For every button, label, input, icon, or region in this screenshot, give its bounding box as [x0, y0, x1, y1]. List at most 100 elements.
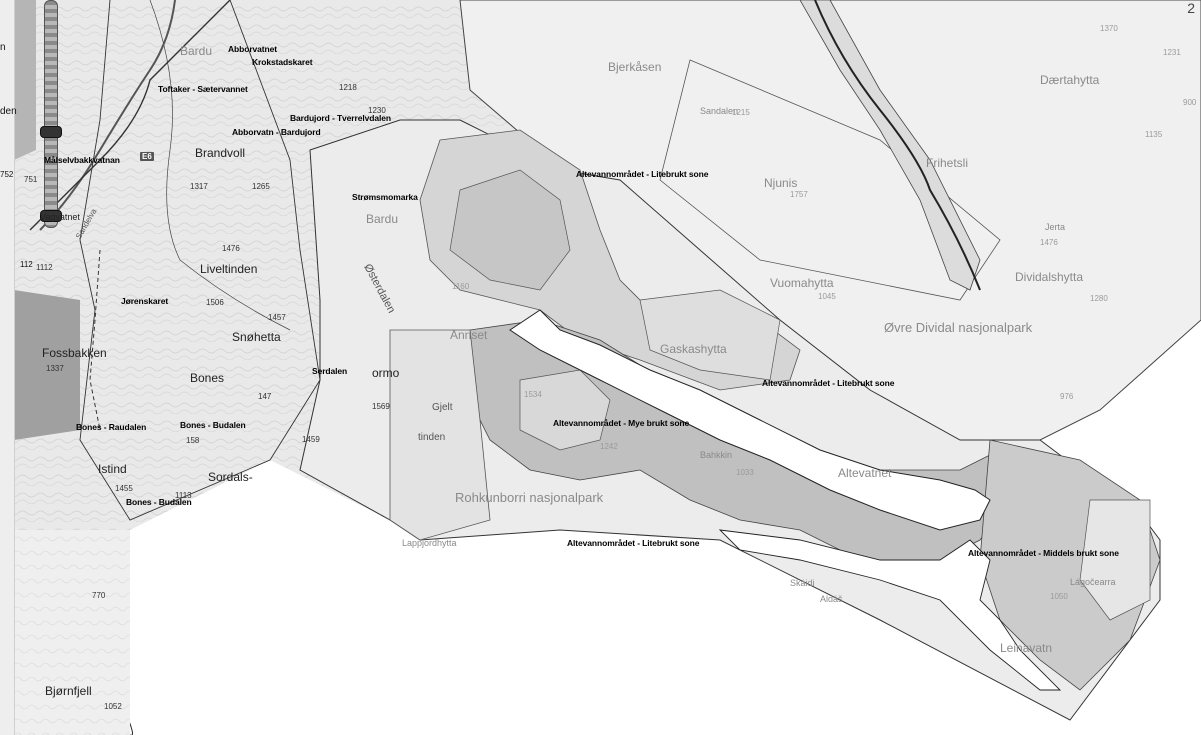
elev-14: 770	[92, 591, 106, 600]
zone-lagocearra	[1079, 499, 1151, 621]
elev-23: 1757	[790, 190, 808, 199]
elev-7: 1457	[268, 313, 286, 322]
zone-label-litebrukt-east: Altevannområdet - Litebrukt sone	[762, 378, 895, 388]
bg-bardu-2: Bardu	[366, 212, 399, 226]
place-bardujord-tverrelvdalen: Bardujord - Tverrelvdalen	[290, 113, 391, 123]
bg-vuomahytta: Vuomahytta	[770, 276, 834, 290]
elev-30: 1050	[1050, 592, 1068, 601]
elev-29: 1242	[600, 442, 618, 451]
dark-patch-west	[14, 290, 80, 440]
bg-rohkunborri-np: Rohkunborri nasjonalpark	[455, 490, 604, 505]
elev-4: 1265	[252, 182, 270, 191]
elev-5: 1476	[222, 244, 240, 253]
scrap-text-3: 752	[0, 170, 14, 179]
bg-altevatnet: Altevatnet	[838, 466, 892, 480]
place-abborvatnet: Abborvatnet	[228, 44, 277, 54]
bg-leinavatn: Leinavatn	[1000, 641, 1053, 655]
elev-31: 1033	[736, 468, 754, 477]
road-e6	[29, 0, 231, 231]
place-bones-raudalen: Bones - Raudalen	[76, 422, 147, 432]
elev-17: 1337	[46, 364, 64, 373]
town-ormo: ormo	[372, 366, 400, 380]
bg-frihetsli: Frihetsli	[926, 156, 969, 170]
topo-bottom-left	[14, 530, 130, 735]
bg-annset: Annset	[450, 328, 488, 342]
town-snohetta: Snøhetta	[232, 330, 281, 344]
bg-vagvatnet: Vagvatnet	[40, 212, 80, 222]
elev-28: 1534	[524, 390, 542, 399]
scrap-text-1: n	[0, 42, 6, 53]
road-corridor	[799, 0, 981, 291]
elev-25: 1045	[818, 292, 836, 301]
town-istind: Istind	[98, 462, 127, 476]
elev-3: 1317	[190, 182, 208, 191]
place-stromsmomarka: Strømsmomarka	[352, 192, 418, 202]
elev-10: 147	[258, 392, 272, 401]
place-bones-budalen-2: Bones - Budalen	[126, 497, 192, 507]
bg-gjelt: Gjelt	[432, 402, 453, 413]
place-jorenskaret: Jørenskaret	[121, 296, 169, 306]
elev-21: 900	[1183, 98, 1197, 107]
blank-area-east-south	[1080, 560, 1201, 735]
bg-aldas: Aldáš	[820, 594, 843, 604]
place-malselvbakkvatnan: Målselvbakkvatnan	[44, 155, 120, 165]
elev-9: 1569	[372, 402, 390, 411]
elev-32: 1215	[732, 108, 750, 117]
zone-label-litebrukt-south: Altevannområdet - Litebrukt sone	[567, 538, 700, 548]
bg-jerta: Jerta	[1045, 222, 1066, 232]
bg-bjerkasen: Bjerkåsen	[608, 60, 662, 74]
elev-2: 1230	[368, 106, 386, 115]
elev-8: 1459	[302, 435, 320, 444]
elev-15: 1052	[104, 702, 122, 711]
bg-daertahytta: Dærtahytta	[1040, 73, 1100, 87]
elev-18: 1112	[36, 263, 53, 272]
bg-bahkkin: Bahkkin	[700, 450, 733, 460]
river-dividalselva	[814, 0, 981, 291]
zone-litebrukt-north-inner	[449, 169, 571, 291]
elev-11: 158	[186, 436, 200, 445]
town-bones: Bones	[190, 371, 225, 385]
elev-1: 1218	[339, 83, 357, 92]
bg-njunis: Njunis	[764, 176, 798, 190]
dark-patch-top-left	[14, 0, 36, 160]
elev-27: 976	[1060, 392, 1074, 401]
river-barduelva	[39, 0, 176, 231]
bg-gaskashytta: Gaskashytta	[660, 342, 727, 356]
bg-ovre-dividal-np: Øvre Dividal nasjonalpark	[884, 320, 1033, 335]
blank-area-south	[130, 460, 1201, 735]
elev-12: 1455	[115, 484, 133, 493]
scrap-text-2: den	[0, 106, 17, 117]
place-bones-budalen-1: Bones - Budalen	[180, 420, 246, 430]
zoom-slider-handle[interactable]	[40, 126, 62, 138]
scrap-text-4: 112	[20, 260, 33, 269]
zone-label-litebrukt-north: Altevannområdet - Litebrukt sone	[576, 169, 709, 179]
town-brandvoll: Brandvoll	[195, 146, 246, 160]
elev-13: 1113	[175, 491, 192, 500]
zone-label-mye-brukt: Altevannområdet - Mye brukt sone	[553, 418, 690, 428]
dashed-border	[89, 249, 101, 431]
bg-tinden: tinden	[418, 432, 446, 443]
elev-22: 1135	[1145, 130, 1163, 139]
zoom-slider[interactable]	[36, 0, 64, 230]
zone-rohkunborri	[389, 329, 491, 541]
bg-sandalen: Sandalen	[700, 106, 739, 116]
elev-24: 1476	[1040, 238, 1058, 247]
bg-skaidi: Skáidi	[790, 578, 815, 588]
bg-lappjordhytta: Lappjordhytta	[402, 538, 457, 548]
boundary-west-inner	[149, 0, 291, 331]
bg-dividalshytta: Dividalshytta	[1015, 270, 1084, 284]
road-e6-shield: E6	[140, 152, 154, 161]
place-abborvatn-bardujord: Abborvatn - Bardujord	[232, 127, 321, 137]
lake-lower-arm	[718, 529, 1062, 691]
elev-20: 1231	[1163, 48, 1181, 57]
zoom-slider-track[interactable]	[44, 0, 58, 228]
town-fossbakken: Fossbakken	[42, 346, 107, 360]
zoom-out-handle[interactable]	[40, 210, 62, 222]
elev-19: 1370	[1100, 24, 1118, 33]
elev-16: 751	[24, 175, 38, 184]
lake-altevatnet	[509, 309, 991, 531]
boundary-west	[79, 0, 321, 521]
elev-26: 1280	[1090, 294, 1108, 303]
